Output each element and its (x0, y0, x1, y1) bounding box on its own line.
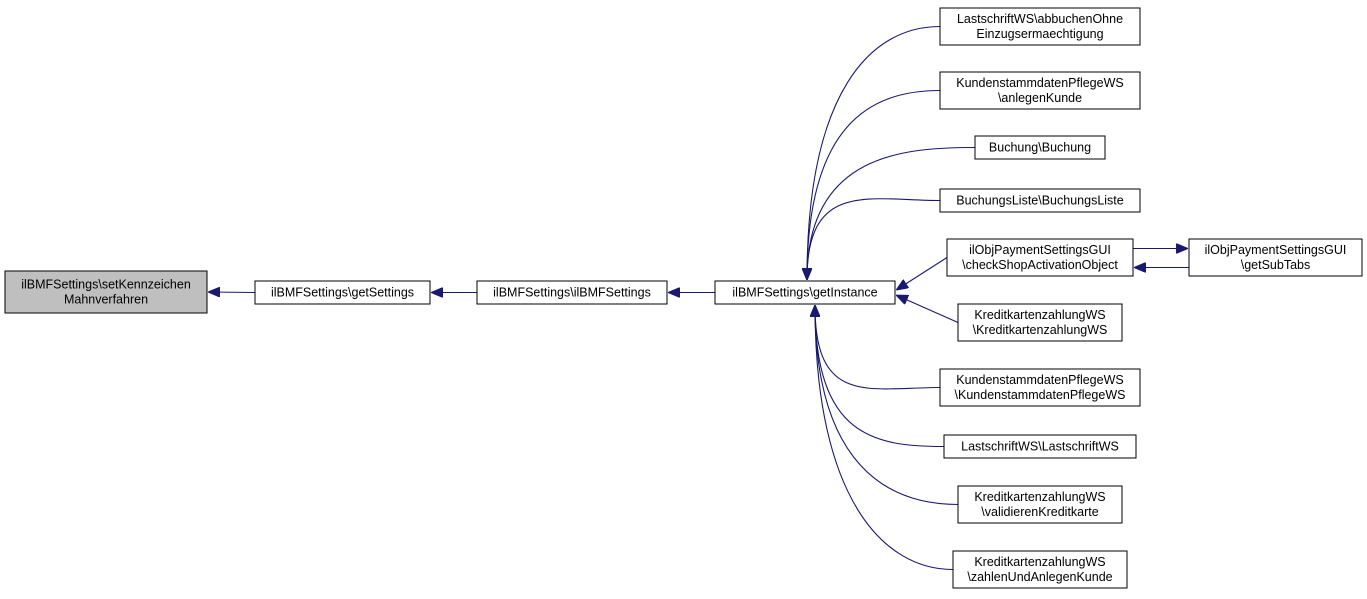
node-box (4, 270, 208, 314)
node-label-line: ilObjPaymentSettingsGUI (969, 243, 1111, 257)
edge-abbuchen-to-getInstance (807, 25, 941, 280)
edge-buchung-to-getInstance (807, 146, 976, 280)
node-anlegenKunde[interactable]: KundenstammdatenPflegeWS\anlegenKunde (939, 71, 1141, 110)
node-box (939, 71, 1141, 110)
node-label-line: \validierenKreditkarte (981, 505, 1098, 519)
node-box (939, 188, 1141, 213)
edges-layer (209, 25, 1189, 571)
node-label-line: Mahnverfahren (64, 293, 148, 307)
edge-lastCtor-to-getInstance (815, 306, 945, 448)
node-lastCtor[interactable]: LastschriftWS\LastschriftWS (943, 434, 1137, 459)
node-box (476, 280, 668, 305)
edge-getSettings-to-root (209, 292, 256, 293)
node-box (254, 280, 431, 305)
node-box (946, 238, 1134, 277)
node-label-line: \KundenstammdatenPflegeWS (955, 388, 1126, 402)
node-label-line: LastschriftWS\LastschriftWS (961, 440, 1119, 454)
node-checkShop[interactable]: ilObjPaymentSettingsGUI\checkShopActivat… (946, 238, 1134, 277)
node-buchung[interactable]: Buchung\Buchung (974, 135, 1106, 160)
node-label-line: KundenstammdatenPflegeWS (956, 373, 1123, 387)
node-box (939, 368, 1141, 407)
edge-kundenCtor-to-getInstance (815, 306, 941, 390)
edge-checkShop-to-getInstance (897, 257, 948, 290)
node-box (714, 280, 896, 305)
node-box (957, 303, 1123, 342)
node-box (1188, 238, 1363, 277)
node-buchungsListe[interactable]: BuchungsListe\BuchungsListe (939, 188, 1141, 213)
node-label-line: \KreditkartenzahlungWS (973, 323, 1108, 337)
node-validieren[interactable]: KreditkartenzahlungWS\validierenKreditka… (957, 485, 1123, 524)
node-box (939, 7, 1141, 46)
node-box (974, 135, 1106, 160)
node-label-line: \zahlenUndAnlegenKunde (967, 570, 1112, 584)
node-box (943, 434, 1137, 459)
node-label-line: ilBMFSettings\getSettings (271, 286, 414, 300)
node-label-line: Einzugsermaechtigung (976, 27, 1103, 41)
node-label-line: ilBMFSettings\setKennzeichen (21, 278, 191, 292)
nodes-layer: ilBMFSettings\setKennzeichenMahnverfahre… (4, 7, 1363, 589)
node-getSubTabs[interactable]: ilObjPaymentSettingsGUI\getSubTabs (1188, 238, 1363, 277)
node-abbuchen[interactable]: LastschriftWS\abbuchenOhneEinzugsermaech… (939, 7, 1141, 46)
edge-anlegenKunde-to-getInstance (807, 89, 941, 280)
edge-kreditCtor-to-getInstance (897, 296, 959, 324)
node-label-line: KreditkartenzahlungWS (974, 555, 1105, 569)
node-box (957, 485, 1123, 524)
node-label-line: Buchung\Buchung (989, 141, 1091, 155)
node-label-line: LastschriftWS\abbuchenOhne (957, 12, 1123, 26)
node-ctor[interactable]: ilBMFSettings\ilBMFSettings (476, 280, 668, 305)
node-kreditCtor[interactable]: KreditkartenzahlungWS\Kreditkartenzahlun… (957, 303, 1123, 342)
node-label-line: \anlegenKunde (998, 91, 1082, 105)
node-label-line: KundenstammdatenPflegeWS (956, 76, 1123, 90)
node-getSettings[interactable]: ilBMFSettings\getSettings (254, 280, 431, 305)
node-kundenCtor[interactable]: KundenstammdatenPflegeWS\Kundenstammdate… (939, 368, 1141, 407)
node-label-line: ilObjPaymentSettingsGUI (1205, 243, 1347, 257)
node-root[interactable]: ilBMFSettings\setKennzeichenMahnverfahre… (4, 270, 208, 314)
node-zahlen[interactable]: KreditkartenzahlungWS\zahlenUndAnlegenKu… (952, 550, 1128, 589)
node-label-line: KreditkartenzahlungWS (974, 308, 1105, 322)
node-label-line: BuchungsListe\BuchungsListe (956, 194, 1124, 208)
node-label-line: KreditkartenzahlungWS (974, 490, 1105, 504)
node-label-line: \checkShopActivationObject (962, 258, 1118, 272)
node-getInstance[interactable]: ilBMFSettings\getInstance (714, 280, 896, 305)
node-label-line: ilBMFSettings\ilBMFSettings (493, 286, 651, 300)
node-label-line: ilBMFSettings\getInstance (732, 286, 877, 300)
edge-buchungsListe-to-getInstance (807, 198, 941, 279)
node-box (952, 550, 1128, 589)
edge-zahlen-to-getInstance (815, 306, 954, 571)
node-label-line: \getSubTabs (1241, 258, 1311, 272)
edge-validieren-to-getInstance (815, 306, 959, 506)
